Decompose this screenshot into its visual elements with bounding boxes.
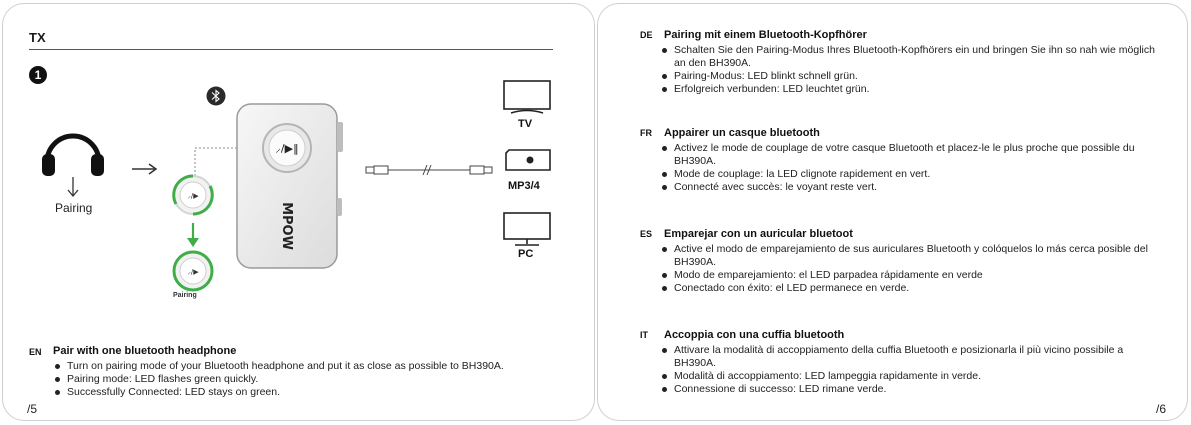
list-item: Mode de couplage: la LED clignote rapide…: [660, 168, 1165, 181]
bullet-list-en: Turn on pairing mode of your Bluetooth h…: [53, 360, 583, 399]
lang-code-de: DE: [640, 30, 653, 40]
bullet-list-es: Active el modo de emparejamiento de sus …: [660, 243, 1165, 295]
svg-text:⸝/▶‖: ⸝/▶‖: [275, 142, 298, 155]
pairing-caption-small: Pairing: [173, 292, 197, 299]
green-arrow-down-icon: [187, 223, 199, 247]
list-item: Connecté avec succès: le voyant reste ve…: [660, 181, 1165, 194]
monitor-icon: [503, 212, 551, 246]
pairing-caption: Pairing: [55, 201, 93, 215]
list-item: Successfully Connected: LED stays on gre…: [53, 386, 583, 399]
list-item: Erfolgreich verbunden: LED leuchtet grün…: [660, 83, 1165, 96]
section-heading-fr: Appairer un casque bluetooth: [664, 127, 820, 139]
pair-button-small-2: ⸝/▶: [172, 250, 214, 292]
device-label-tv: TV: [518, 118, 533, 130]
bullet-list-fr: Activez le mode de couplage de votre cas…: [660, 142, 1165, 194]
lang-code-en: EN: [29, 347, 42, 357]
list-item: Pairing-Modus: LED blinkt schnell grün.: [660, 70, 1165, 83]
section-heading-es: Emparejar con un auricular bluetoot: [664, 228, 853, 240]
list-item: Pairing mode: LED flashes green quickly.: [53, 373, 583, 386]
svg-text:⸝/▶: ⸝/▶: [187, 268, 199, 276]
list-item: Conectado con éxito: el LED permanece en…: [660, 282, 1165, 295]
left-page: TX 1 Pairing ⸝/▶ ⸝/▶: [2, 3, 595, 421]
bh390a-device: ⸝/▶‖ MPOW: [236, 103, 343, 269]
list-item: Modalità di accoppiamento: LED lampeggia…: [660, 370, 1165, 383]
lang-code-fr: FR: [640, 128, 652, 138]
list-item: Schalten Sie den Pairing-Modus Ihres Blu…: [660, 44, 1165, 70]
lang-code-es: ES: [640, 229, 653, 239]
tv-icon: [503, 80, 551, 114]
headphone-icon: [42, 133, 104, 176]
list-item: Connessione di successo: LED rimane verd…: [660, 383, 1165, 396]
list-item: Activez le mode de couplage de votre cas…: [660, 142, 1165, 168]
mp3-player-icon: [505, 149, 551, 171]
page-number-right: /6: [1156, 402, 1167, 416]
page-number-left: /5: [27, 402, 38, 416]
bluetooth-icon: [206, 86, 226, 106]
list-item: Attivare la modalità di accoppiamento de…: [660, 344, 1165, 370]
device-label-mp3: MP3/4: [508, 180, 540, 192]
pair-button-small-1: ⸝/▶: [172, 174, 214, 216]
step-number: 1: [29, 66, 47, 84]
device-label-pc: PC: [518, 248, 534, 260]
bullet-list-de: Schalten Sie den Pairing-Modus Ihres Blu…: [660, 44, 1165, 96]
list-item: Turn on pairing mode of your Bluetooth h…: [53, 360, 583, 373]
lang-code-it: IT: [640, 330, 648, 340]
aux-cable-icon: [365, 164, 493, 176]
list-item: Active el modo de emparejamiento de sus …: [660, 243, 1165, 269]
arrow-down-icon: [67, 177, 79, 198]
arrow-right-icon: [132, 163, 158, 175]
section-divider: [29, 49, 553, 50]
section-label: TX: [29, 30, 46, 45]
bullet-list-it: Attivare la modalità di accoppiamento de…: [660, 344, 1165, 396]
svg-text:MPOW: MPOW: [279, 202, 294, 250]
right-page: DE Pairing mit einem Bluetooth-Kopfhörer…: [597, 3, 1188, 421]
section-heading-it: Accoppia con una cuffia bluetooth: [664, 329, 845, 341]
svg-text:⸝/▶: ⸝/▶: [187, 192, 199, 200]
section-heading-en: Pair with one bluetooth headphone: [53, 345, 237, 357]
section-heading-de: Pairing mit einem Bluetooth-Kopfhörer: [664, 29, 867, 41]
list-item: Modo de emparejamiento: el LED parpadea …: [660, 269, 1165, 282]
